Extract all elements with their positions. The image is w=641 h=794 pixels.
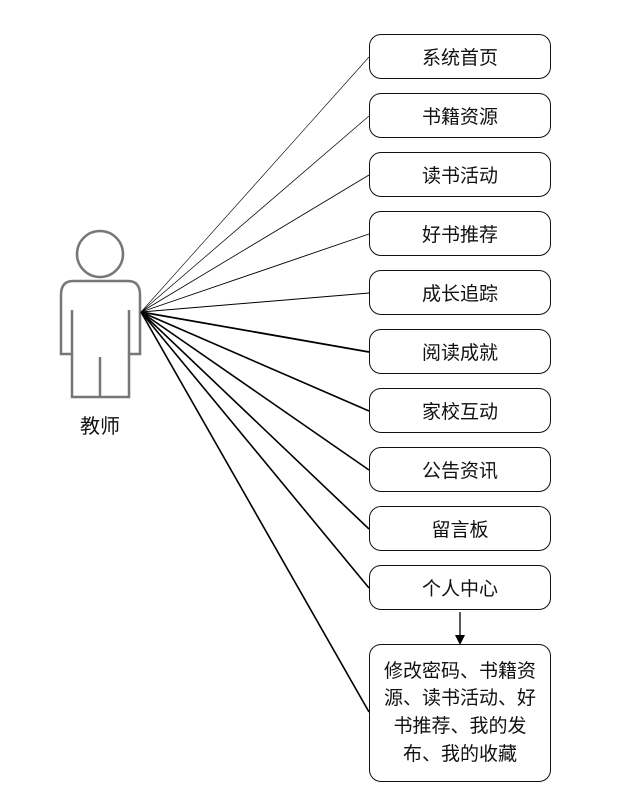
use-case-personal-center[interactable]: 个人中心 [369,565,551,610]
association-lines [140,56,370,713]
use-case-book-resources[interactable]: 书籍资源 [369,93,551,138]
use-case-reading-achievements[interactable]: 阅读成就 [369,329,551,374]
use-case-growth-tracking[interactable]: 成长追踪 [369,270,551,315]
association-line [140,311,370,353]
include-arrowhead [455,635,465,645]
association-line [140,311,370,530]
actor-label: 教师 [80,414,120,438]
association-line [140,311,370,471]
use-case-home-school-interaction[interactable]: 家校互动 [369,388,551,433]
use-case-reading-activities[interactable]: 读书活动 [369,152,551,197]
association-line [140,115,370,313]
use-case-message-board[interactable]: 留言板 [369,506,551,551]
personal-center-detail[interactable]: 修改密码、书籍资源、读书活动、好书推荐、我的发布、我的收藏 [369,644,551,782]
association-line [140,174,370,313]
use-case-book-recommendation[interactable]: 好书推荐 [369,211,551,256]
association-line [140,311,370,589]
actor-icon [59,229,142,399]
use-case-system-home[interactable]: 系统首页 [369,34,551,79]
association-line [140,311,370,713]
association-line [140,233,370,313]
association-line [140,292,370,313]
association-line [140,56,370,313]
use-case-announcements[interactable]: 公告资讯 [369,447,551,492]
association-line [140,311,370,412]
